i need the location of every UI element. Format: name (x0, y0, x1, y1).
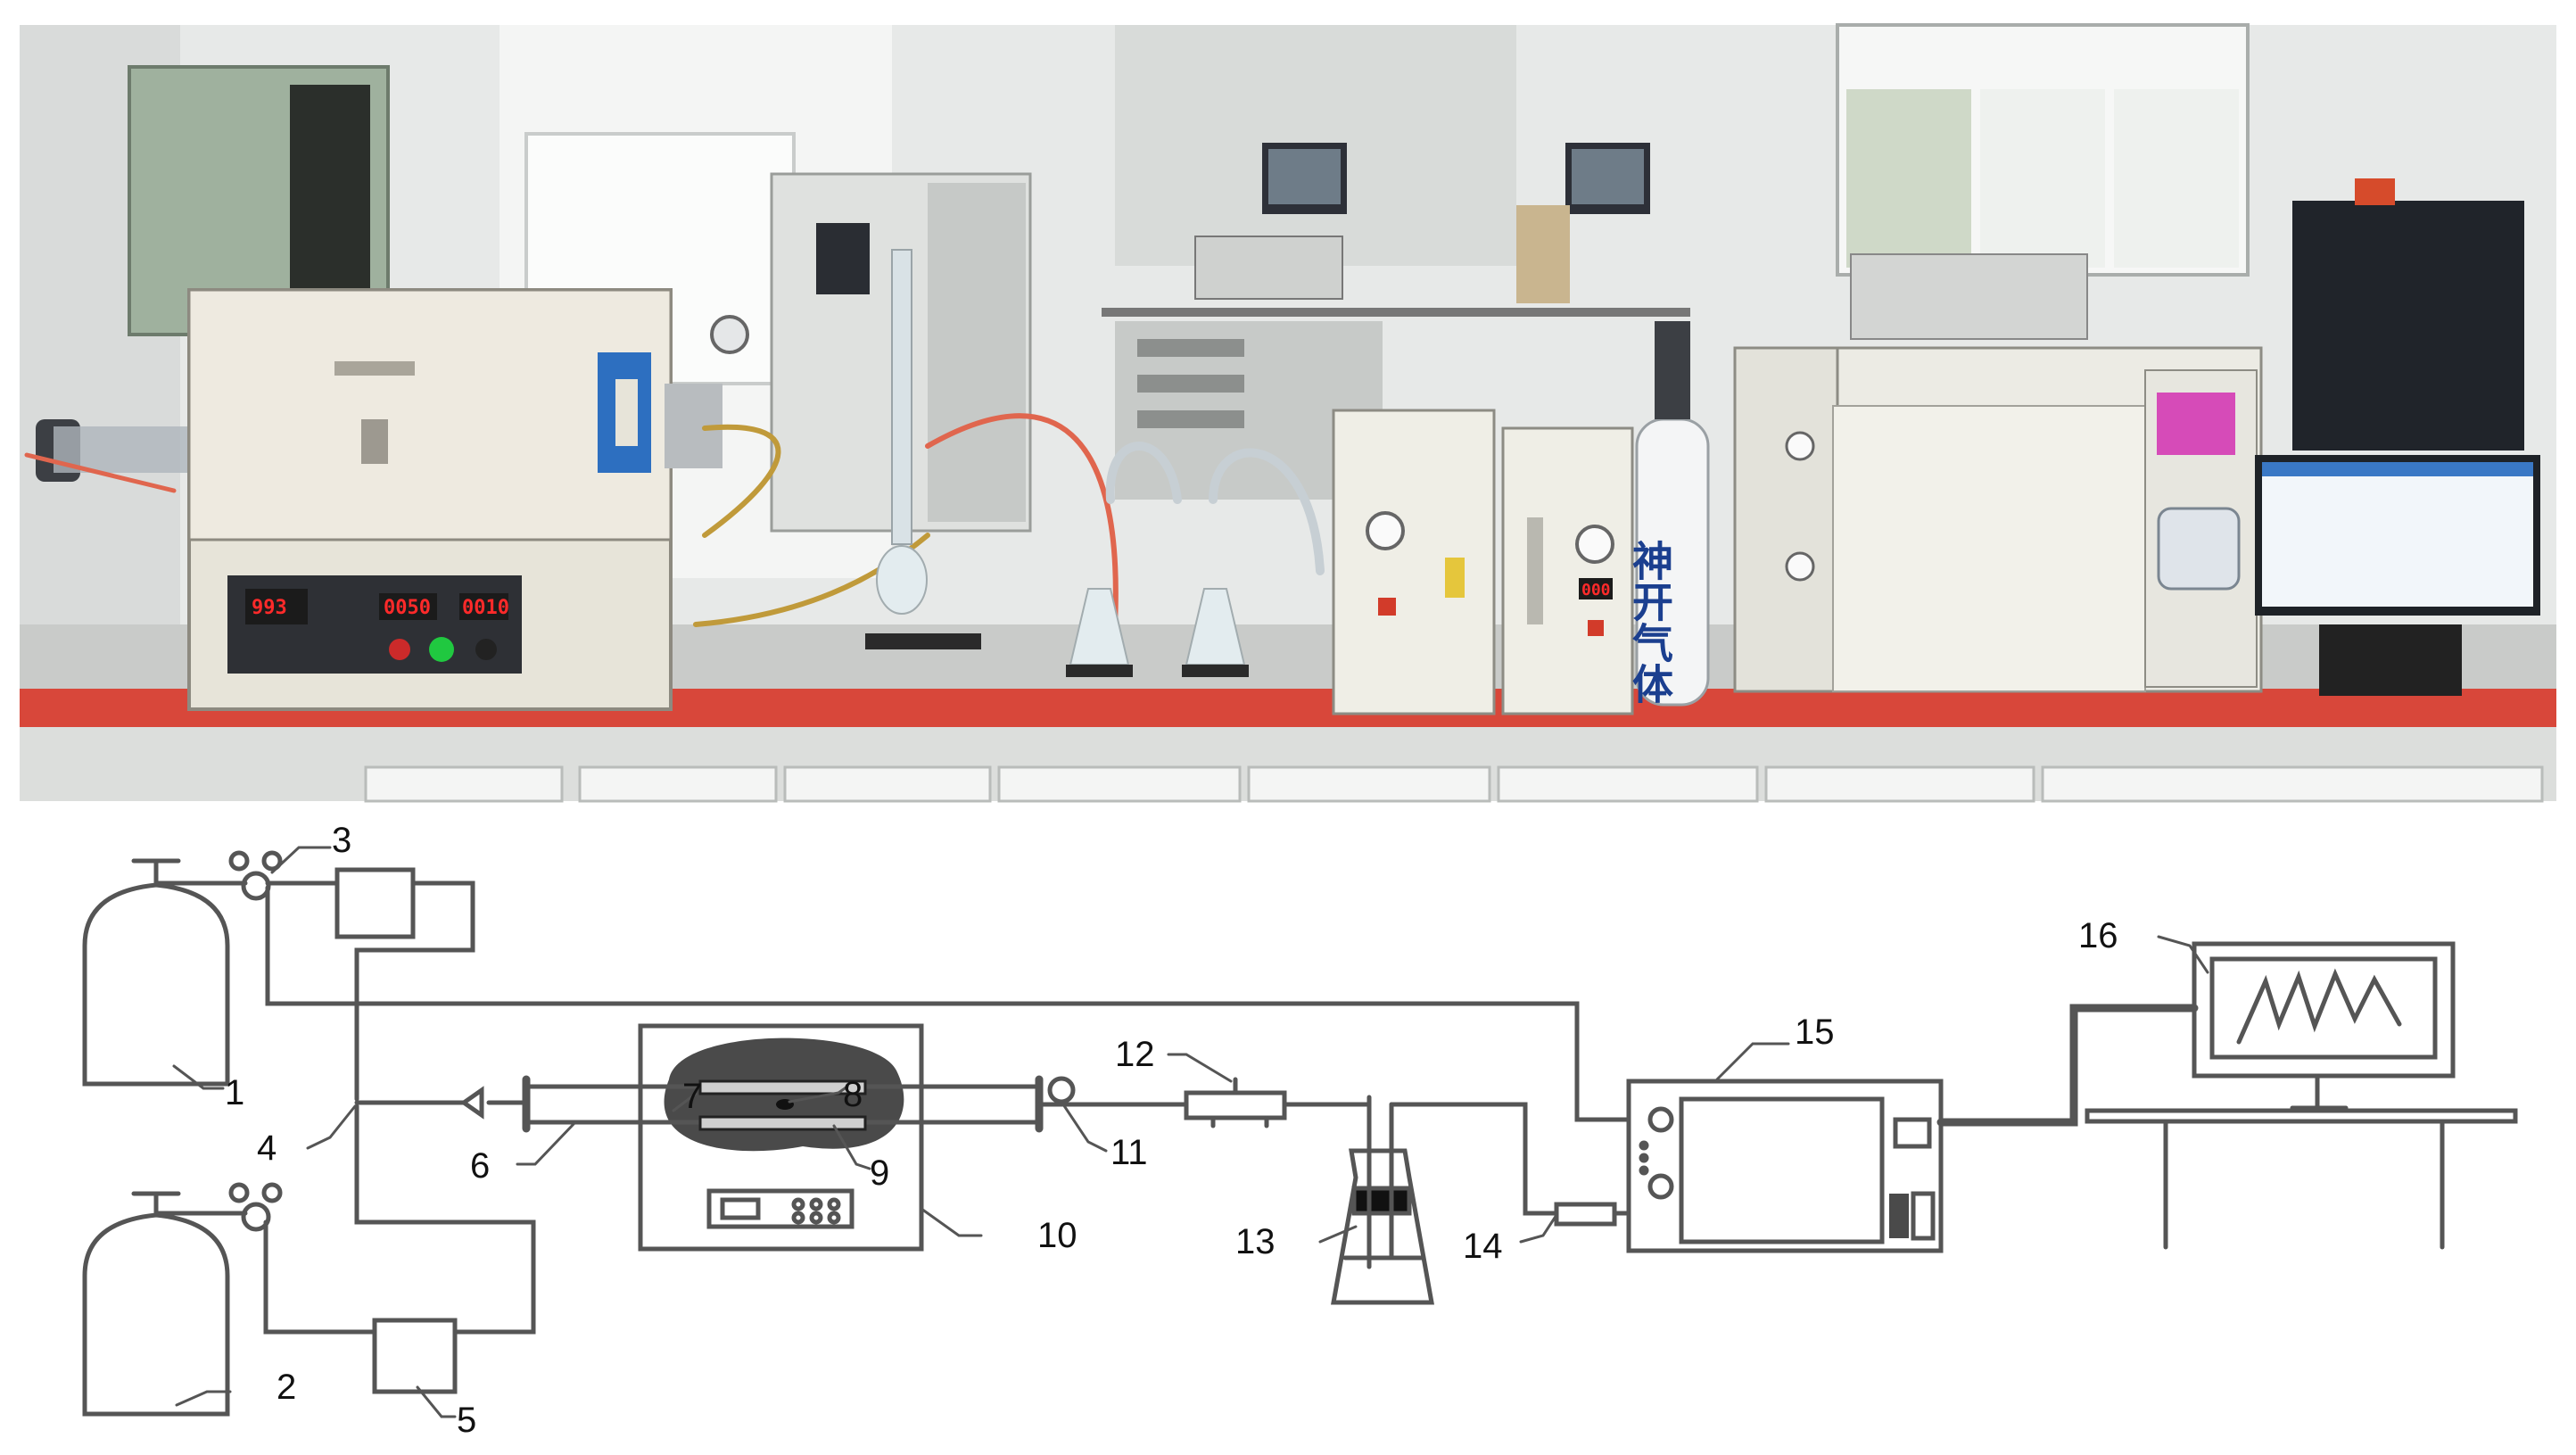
label-5: 5 (457, 1401, 476, 1440)
schematic-diagram (82, 846, 2518, 1418)
furnace-display-2: 0050 (384, 597, 431, 619)
pressure-regulator-bottom (228, 1182, 283, 1232)
cold-trap-flask (1331, 1095, 1434, 1305)
flowmeter (1184, 1090, 1287, 1120)
photo-gas-cylinder: 神开气体 (1626, 321, 1710, 707)
photo-tube-furnace: 993 0050 0010 (36, 288, 749, 711)
label-13: 13 (1235, 1222, 1276, 1261)
label-7: 7 (682, 1077, 702, 1116)
label-16: 16 (2078, 916, 2118, 955)
generator-display: 000 (1581, 581, 1611, 599)
gas-cylinder-1 (82, 858, 230, 1087)
photo-computer-screen (2255, 455, 2540, 696)
pressure-regulator-top (228, 850, 283, 901)
label-12: 12 (1115, 1035, 1155, 1074)
mass-flow-controller-bottom (372, 1318, 458, 1394)
furnace-display-3: 0010 (462, 597, 509, 619)
label-15: 15 (1795, 1013, 1835, 1052)
label-6: 6 (470, 1146, 490, 1186)
photo-gas-chromatograph (1733, 346, 2263, 693)
label-1: 1 (225, 1073, 244, 1112)
gas-chromatograph (1626, 1079, 1944, 1253)
label-11: 11 (1110, 1133, 1148, 1172)
label-2: 2 (277, 1368, 296, 1407)
label-9: 9 (870, 1153, 889, 1193)
valve-icon (459, 1086, 484, 1120)
computer-workstation (2085, 941, 2518, 1250)
cylinder-label: 神开气体 (1626, 540, 1674, 704)
label-3: 3 (332, 821, 351, 860)
gas-cylinder-2 (82, 1191, 230, 1417)
outlet-valve (1047, 1076, 1076, 1104)
label-14: 14 (1463, 1227, 1503, 1266)
photo-gas-generators: 000 (1332, 409, 1634, 715)
component-labels: 1 2 3 4 5 6 7 8 9 10 11 12 13 14 15 16 (225, 821, 2118, 1440)
label-8: 8 (843, 1075, 863, 1114)
tube-furnace (524, 1023, 1042, 1252)
filter-tube (1554, 1202, 1617, 1227)
furnace-display-1: 993 (252, 597, 287, 619)
label-4: 4 (257, 1128, 277, 1168)
mass-flow-controller-top (334, 867, 416, 939)
lab-photo: 993 0050 0010 (20, 23, 2556, 803)
label-10: 10 (1037, 1216, 1077, 1255)
